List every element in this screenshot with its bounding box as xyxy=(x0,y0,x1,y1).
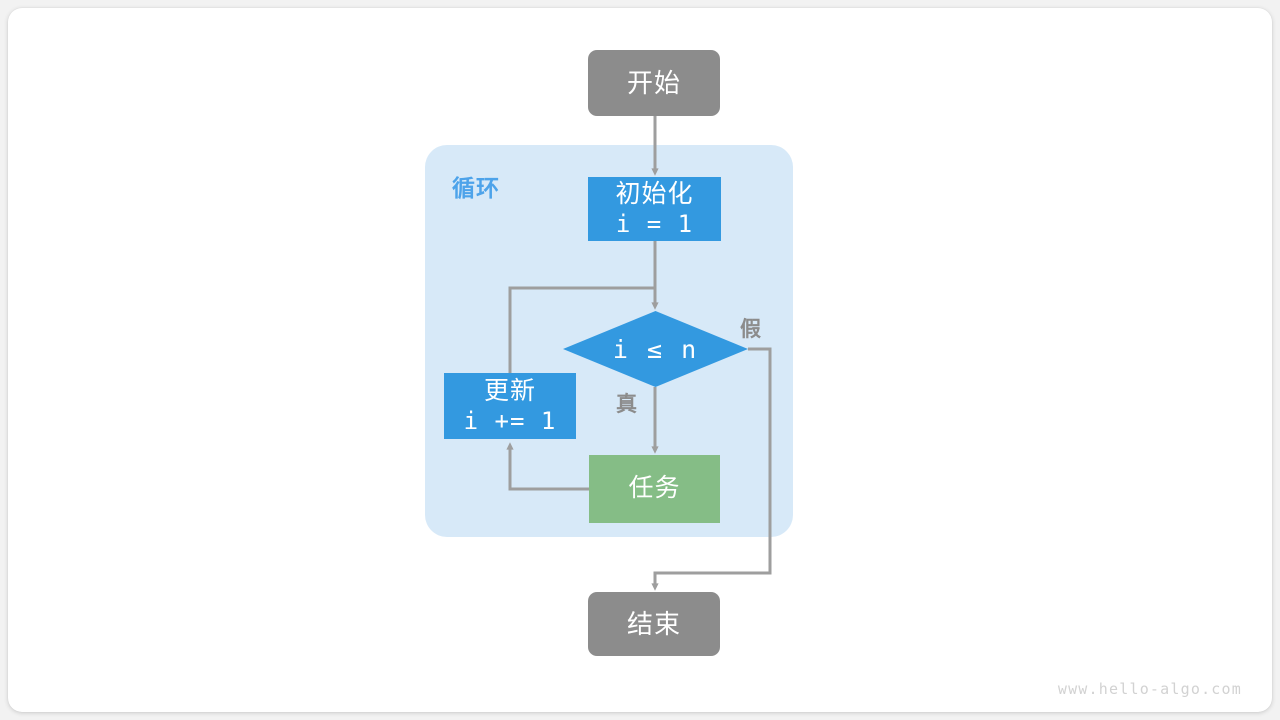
watermark: www.hello-algo.com xyxy=(1057,680,1242,698)
update-node-label: 更新 xyxy=(483,377,536,406)
init-node[interactable]: 初始化 i = 1 xyxy=(588,177,721,241)
task-node[interactable]: 任务 xyxy=(589,455,720,523)
update-node-expression: i += 1 xyxy=(463,406,557,435)
edge-label-false: 假 xyxy=(740,318,762,341)
init-node-expression: i = 1 xyxy=(615,209,694,238)
end-node[interactable]: 结束 xyxy=(588,592,720,656)
end-node-label: 结束 xyxy=(626,608,681,639)
condition-node-label: i ≤ n xyxy=(612,334,699,364)
update-node[interactable]: 更新 i += 1 xyxy=(444,373,576,439)
start-node-label: 开始 xyxy=(626,67,681,98)
loop-container-label: 循环 xyxy=(452,175,500,201)
condition-node[interactable]: i ≤ n xyxy=(563,311,748,387)
edge-label-true: 真 xyxy=(616,393,638,416)
start-node[interactable]: 开始 xyxy=(588,50,720,116)
task-node-label: 任务 xyxy=(628,474,681,503)
diamond-shape xyxy=(563,311,748,387)
init-node-label: 初始化 xyxy=(615,180,694,209)
